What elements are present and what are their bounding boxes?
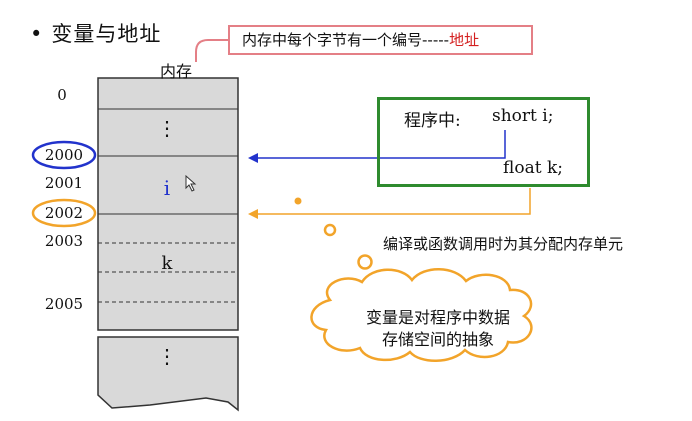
- note-highlight: 地址: [449, 31, 480, 49]
- orange-arrowhead: [248, 209, 258, 219]
- memory-ellipsis: ⋮: [157, 344, 177, 368]
- note-prefix: 内存中每个字节有一个编号-----: [242, 31, 450, 49]
- variable-i: i: [163, 176, 171, 200]
- address-2002-highlight: [31, 198, 97, 228]
- address-label: 2000: [44, 146, 84, 164]
- note-connector: [195, 39, 228, 62]
- thought-dot-small: [294, 197, 302, 205]
- code-prefix: 程序中:: [404, 111, 461, 131]
- orange-arrow-line: [256, 188, 531, 215]
- address-label: 2002: [44, 204, 84, 222]
- address-label: 2003: [44, 232, 84, 250]
- memory-torn-section: [97, 336, 239, 412]
- blue-arrow-line: [256, 130, 506, 159]
- allocation-note: 编译或函数调用时为其分配内存单元: [383, 235, 624, 253]
- address-label: 2005: [44, 295, 84, 313]
- memory-column: [97, 77, 239, 331]
- slide-title: • 变量与地址: [30, 18, 161, 48]
- abstraction-line-2: 存储空间的抽象: [381, 330, 494, 349]
- address-label: 2001: [44, 174, 84, 192]
- code-box: [377, 97, 590, 187]
- code-line-float: float k;: [503, 158, 563, 178]
- bullet-icon: •: [30, 22, 44, 46]
- abstraction-line-1: 变量是对程序中数据: [365, 308, 510, 327]
- mouse-cursor-icon: [185, 174, 197, 192]
- thought-dot-medium: [323, 223, 337, 237]
- thought-dot-large: [357, 254, 373, 270]
- address-2000-highlight: [31, 140, 97, 170]
- blue-arrowhead: [248, 153, 258, 163]
- variable-k: k: [161, 253, 173, 274]
- memory-ellipsis: ⋮: [157, 116, 177, 140]
- cloud-shape: [310, 268, 533, 362]
- memory-label: 内存: [160, 62, 193, 81]
- address-note-box: 内存中每个字节有一个编号-----地址: [228, 25, 533, 55]
- slide-title-text: 变量与地址: [51, 22, 162, 46]
- address-label: 0: [57, 86, 67, 104]
- abstraction-note: 变量是对程序中数据 存储空间的抽象: [333, 307, 543, 351]
- code-line-short: short i;: [492, 106, 554, 126]
